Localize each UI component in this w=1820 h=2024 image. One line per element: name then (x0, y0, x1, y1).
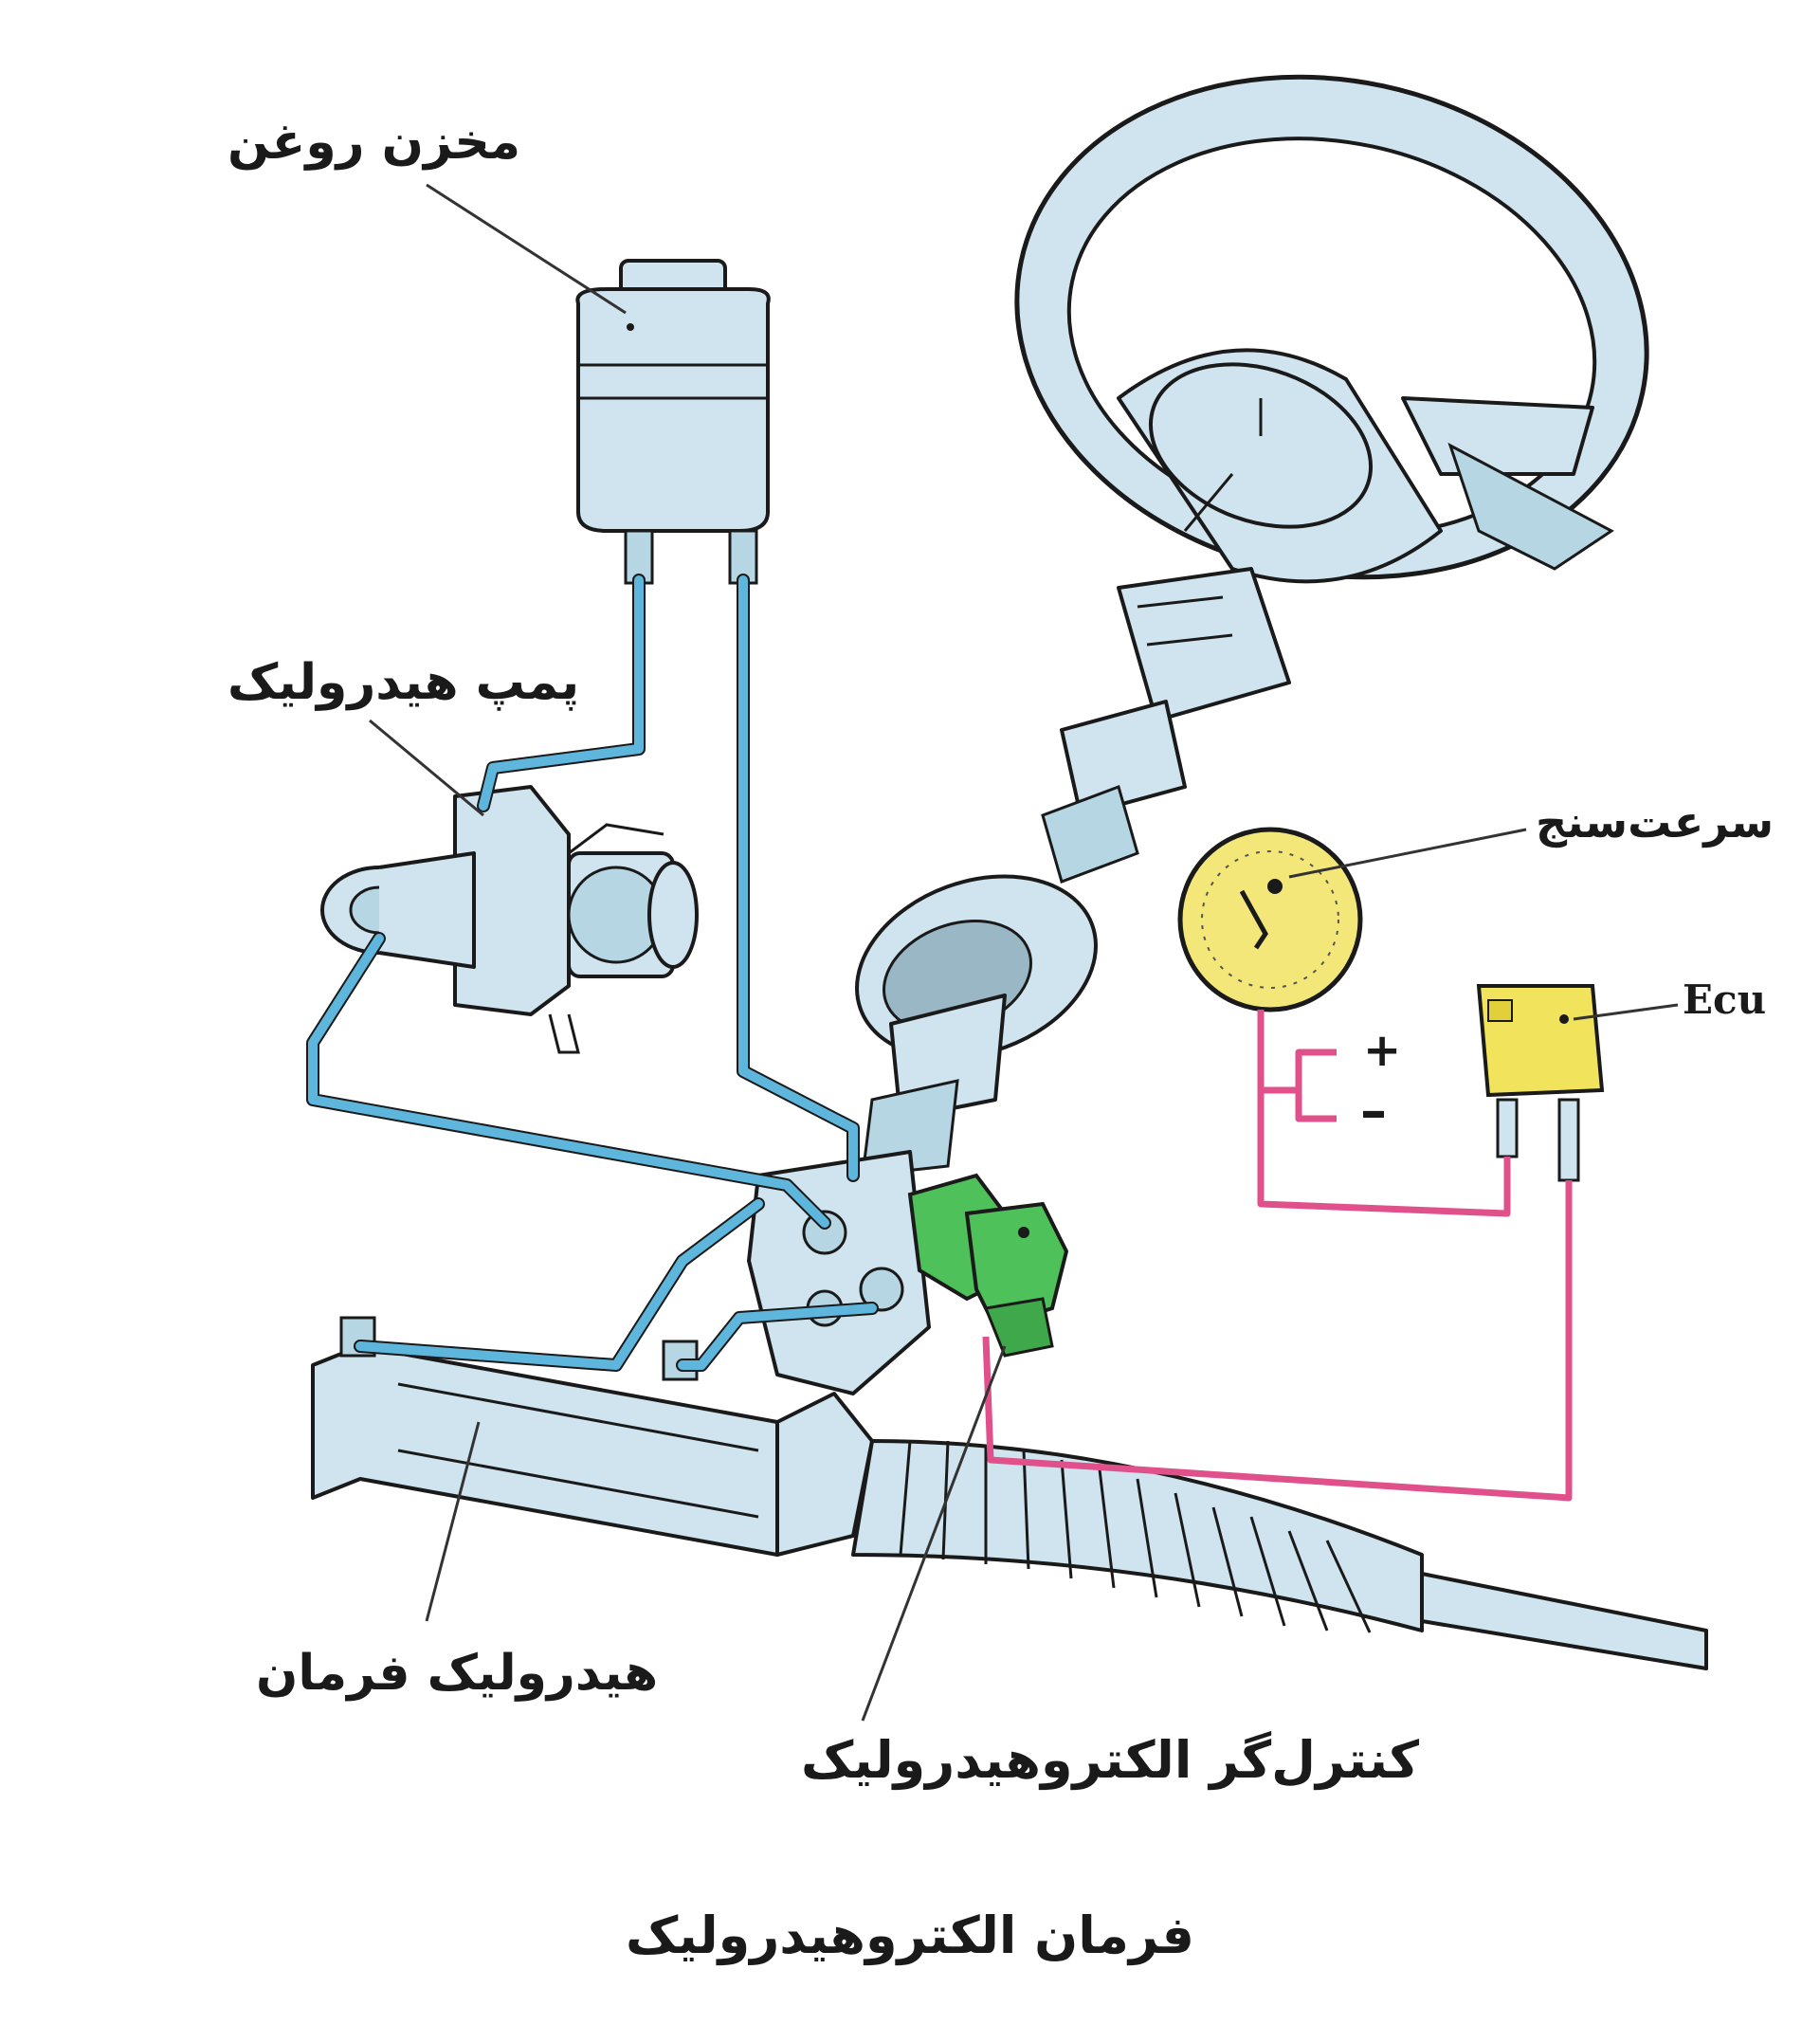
hydraulic-lines (306, 574, 879, 1372)
electrohydraulic-controller (907, 1173, 1069, 1358)
figure-caption: فرمان الکتروهیدرولیک (626, 1905, 1194, 1965)
electric-wiring (982, 1010, 1573, 1502)
label-hydraulic-pump: پمپ هیدرولیک (228, 654, 580, 711)
steering-wheel (1014, 74, 1649, 584)
label-oil-reservoir: مخزن روغن (228, 114, 521, 171)
oil-reservoir (575, 259, 771, 585)
steering-column (855, 567, 1291, 1177)
label-electrohydraulic-controller: کنترل‌گر الکتروهیدرولیک (801, 1730, 1420, 1790)
ecu-box (1476, 984, 1605, 1182)
label-minus: – (1360, 1081, 1387, 1142)
label-ecu: Ecu (1683, 976, 1767, 1023)
label-plus: + (1363, 1024, 1402, 1077)
leader-lines (369, 183, 1679, 1722)
speedometer (1177, 827, 1363, 1012)
hydraulic-pump (320, 785, 699, 1054)
label-speedometer: سرعت‌سنج (1536, 796, 1774, 848)
label-steering-rack: هیدرولیک فرمان (256, 1645, 659, 1702)
